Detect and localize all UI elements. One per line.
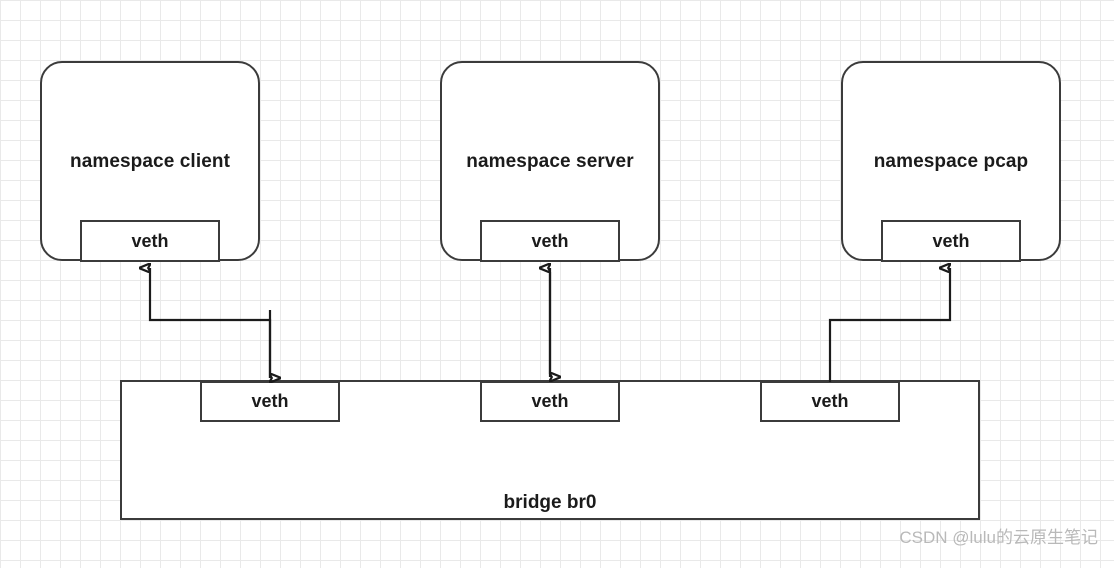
namespace-veth-client[interactable]: veth [80, 220, 220, 262]
connector-pcap [828, 268, 952, 382]
bridge-port-veth-0[interactable]: veth [200, 381, 340, 422]
bridge-port-veth-1[interactable]: veth [480, 381, 620, 422]
veth-label: veth [531, 391, 569, 411]
veth-label: veth [131, 230, 169, 251]
namespace-veth-server[interactable]: veth [480, 220, 620, 262]
namespace-label-pcap: namespace pcap [873, 151, 1029, 172]
namespace-label-client: namespace client [69, 151, 230, 172]
veth-label: veth [932, 230, 970, 251]
veth-label: veth [531, 230, 569, 251]
namespace-veth-pcap[interactable]: veth [881, 220, 1021, 262]
bridge-label: bridge br0 [503, 492, 597, 513]
bridge-port-veth-2[interactable]: veth [760, 381, 900, 422]
namespace-label-server: namespace server [466, 151, 634, 172]
connector-client [150, 268, 272, 378]
veth-label: veth [251, 391, 289, 411]
watermark: CSDN @lulu的云原生笔记 [899, 528, 1098, 547]
veth-label: veth [811, 391, 849, 411]
